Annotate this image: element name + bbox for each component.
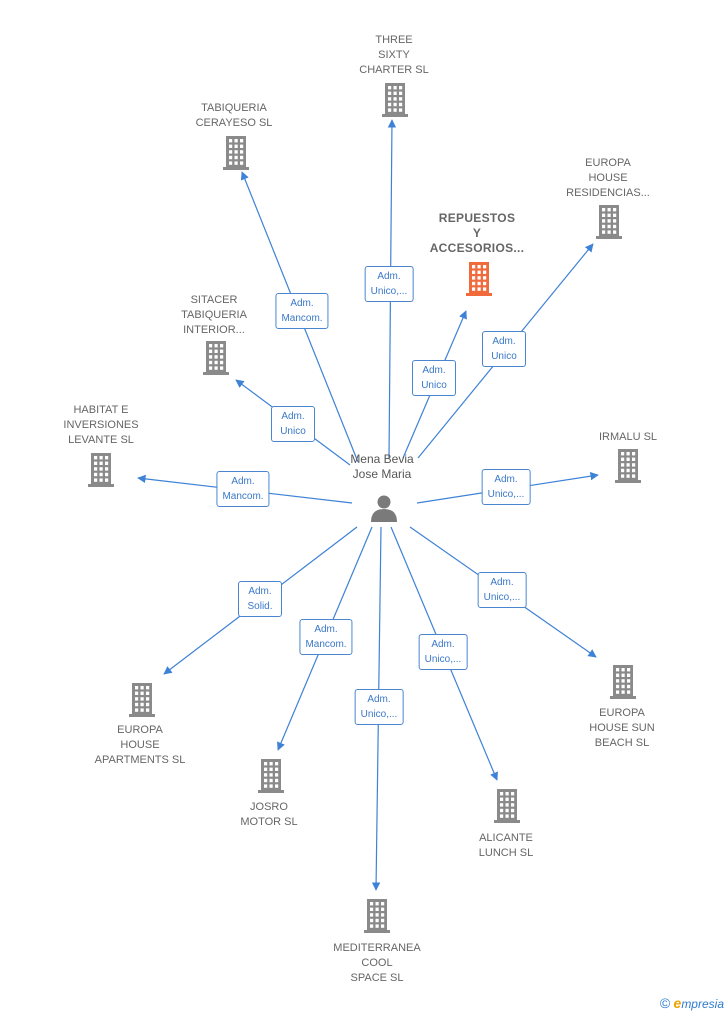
- building-icon-tabiqueria-cerayeso: [223, 136, 249, 170]
- company-name-irmalu[interactable]: IRMALU SL: [598, 431, 658, 443]
- brand-initial: e: [673, 995, 682, 1011]
- watermark: © empresia: [660, 995, 724, 1011]
- building-icon-europa-house-apartments: [129, 683, 155, 717]
- company-name-habitat-inversiones[interactable]: HABITAT E INVERSIONES LEVANTE SL: [63, 404, 139, 446]
- brand-name: mpresia: [681, 997, 724, 1011]
- company-name-three-sixty-charter[interactable]: THREE SIXTY CHARTER SL: [359, 34, 429, 76]
- company-name-tabiqueria-cerayeso[interactable]: TABIQUERIA CERAYESO SL: [195, 102, 273, 129]
- company-name-sitacer-tabiqueria[interactable]: SITACER TABIQUERIA INTERIOR...: [181, 294, 247, 336]
- relation-badge-alicante-lunch: Adm. Unico,...: [418, 634, 468, 670]
- building-icon-europa-house-residencias: [596, 205, 622, 239]
- company-name-europa-house-residencias[interactable]: EUROPA HOUSE RESIDENCIAS...: [566, 157, 650, 199]
- copyright-symbol: ©: [659, 995, 671, 1011]
- relation-badge-habitat-inversiones: Adm. Mancom.: [216, 471, 270, 507]
- company-name-josro-motor[interactable]: JOSRO MOTOR SL: [240, 801, 298, 828]
- relation-badge-three-sixty-charter: Adm. Unico,...: [364, 266, 414, 302]
- company-name-mediterranea-cool-space[interactable]: MEDITERRANEA COOL SPACE SL: [333, 942, 421, 984]
- company-name-alicante-lunch[interactable]: ALICANTE LUNCH SL: [478, 832, 534, 859]
- relation-badge-repuestos-accesorios: Adm. Unico: [412, 360, 456, 396]
- building-icon-josro-motor: [258, 759, 284, 793]
- relation-badge-europa-house-sun-beach: Adm. Unico,...: [477, 572, 527, 608]
- relation-badge-sitacer-tabiqueria: Adm. Unico: [271, 406, 315, 442]
- company-name-repuestos-accesorios[interactable]: REPUESTOS Y ACCESORIOS...: [429, 211, 525, 255]
- center-person-name: Mena Bevia Jose Maria: [350, 452, 414, 481]
- relation-badge-tabiqueria-cerayeso: Adm. Mancom.: [275, 293, 329, 329]
- relation-badge-irmalu: Adm. Unico,...: [481, 469, 531, 505]
- company-name-europa-house-sun-beach[interactable]: EUROPA HOUSE SUN BEACH SL: [589, 707, 655, 749]
- person-icon: [371, 495, 397, 522]
- building-icon-three-sixty-charter: [382, 83, 408, 117]
- building-icon-alicante-lunch: [494, 789, 520, 823]
- relation-badge-europa-house-apartments: Adm. Solid.: [238, 581, 282, 617]
- relation-badge-europa-house-residencias: Adm. Unico: [482, 331, 526, 367]
- building-icon-repuestos-accesorios: [466, 262, 492, 296]
- building-icon-sitacer-tabiqueria: [203, 341, 229, 375]
- relation-badge-mediterranea-cool-space: Adm. Unico,...: [354, 689, 404, 725]
- building-icon-habitat-inversiones: [88, 453, 114, 487]
- building-icon-mediterranea-cool-space: [364, 899, 390, 933]
- relation-badge-josro-motor: Adm. Mancom.: [299, 619, 353, 655]
- company-name-europa-house-apartments[interactable]: EUROPA HOUSE APARTMENTS SL: [94, 724, 186, 766]
- building-icon-irmalu: [615, 449, 641, 483]
- building-icon-europa-house-sun-beach: [610, 665, 636, 699]
